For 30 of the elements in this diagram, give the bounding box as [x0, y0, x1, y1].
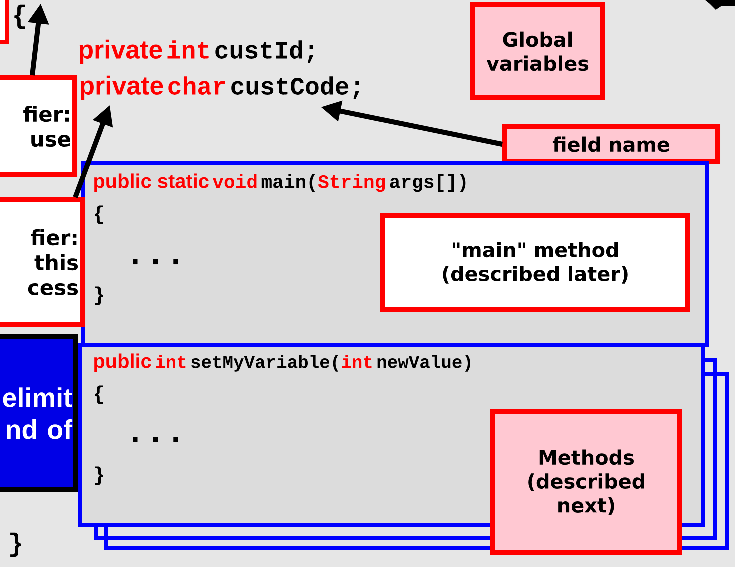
- node-label: int: [342, 355, 372, 368]
- code-line: public static void main( String args[]): [94, 174, 466, 192]
- callout-box: field name: [502, 124, 720, 164]
- callout-box: Global variables: [470, 2, 606, 100]
- code-brace: }: [10, 532, 22, 558]
- node-label: int: [156, 355, 186, 368]
- code-line: private char custCode;: [80, 76, 360, 100]
- node-label: public static: [94, 174, 209, 192]
- code-brace: {: [14, 4, 26, 30]
- code-line: public int setMyVariable( int newValue): [94, 354, 470, 372]
- node-label: setMyVariable(: [192, 355, 338, 372]
- box: [0, 0, 9, 44]
- node-label: String: [318, 174, 386, 192]
- callout-box: fier: this cess: [0, 198, 86, 328]
- node-label: newValue): [378, 355, 470, 372]
- code-line: private int custId;: [80, 40, 314, 64]
- code-ellipsis: ...: [133, 259, 178, 265]
- code-brace: {: [95, 386, 104, 404]
- code-brace: }: [95, 466, 104, 486]
- callout-box: fier: use: [0, 76, 78, 178]
- callout-box: elimit nd of: [0, 334, 78, 492]
- code-brace: }: [95, 286, 104, 306]
- code-ellipsis: ...: [133, 437, 178, 443]
- node-label: public: [94, 354, 152, 372]
- node-label: main(: [262, 174, 316, 192]
- callout-box: Methods (described next): [490, 410, 682, 556]
- code-brace: {: [95, 206, 104, 224]
- node-label: void: [212, 174, 257, 188]
- node-label: args[]): [390, 174, 466, 192]
- callout-box: "main" method (described later): [380, 214, 690, 312]
